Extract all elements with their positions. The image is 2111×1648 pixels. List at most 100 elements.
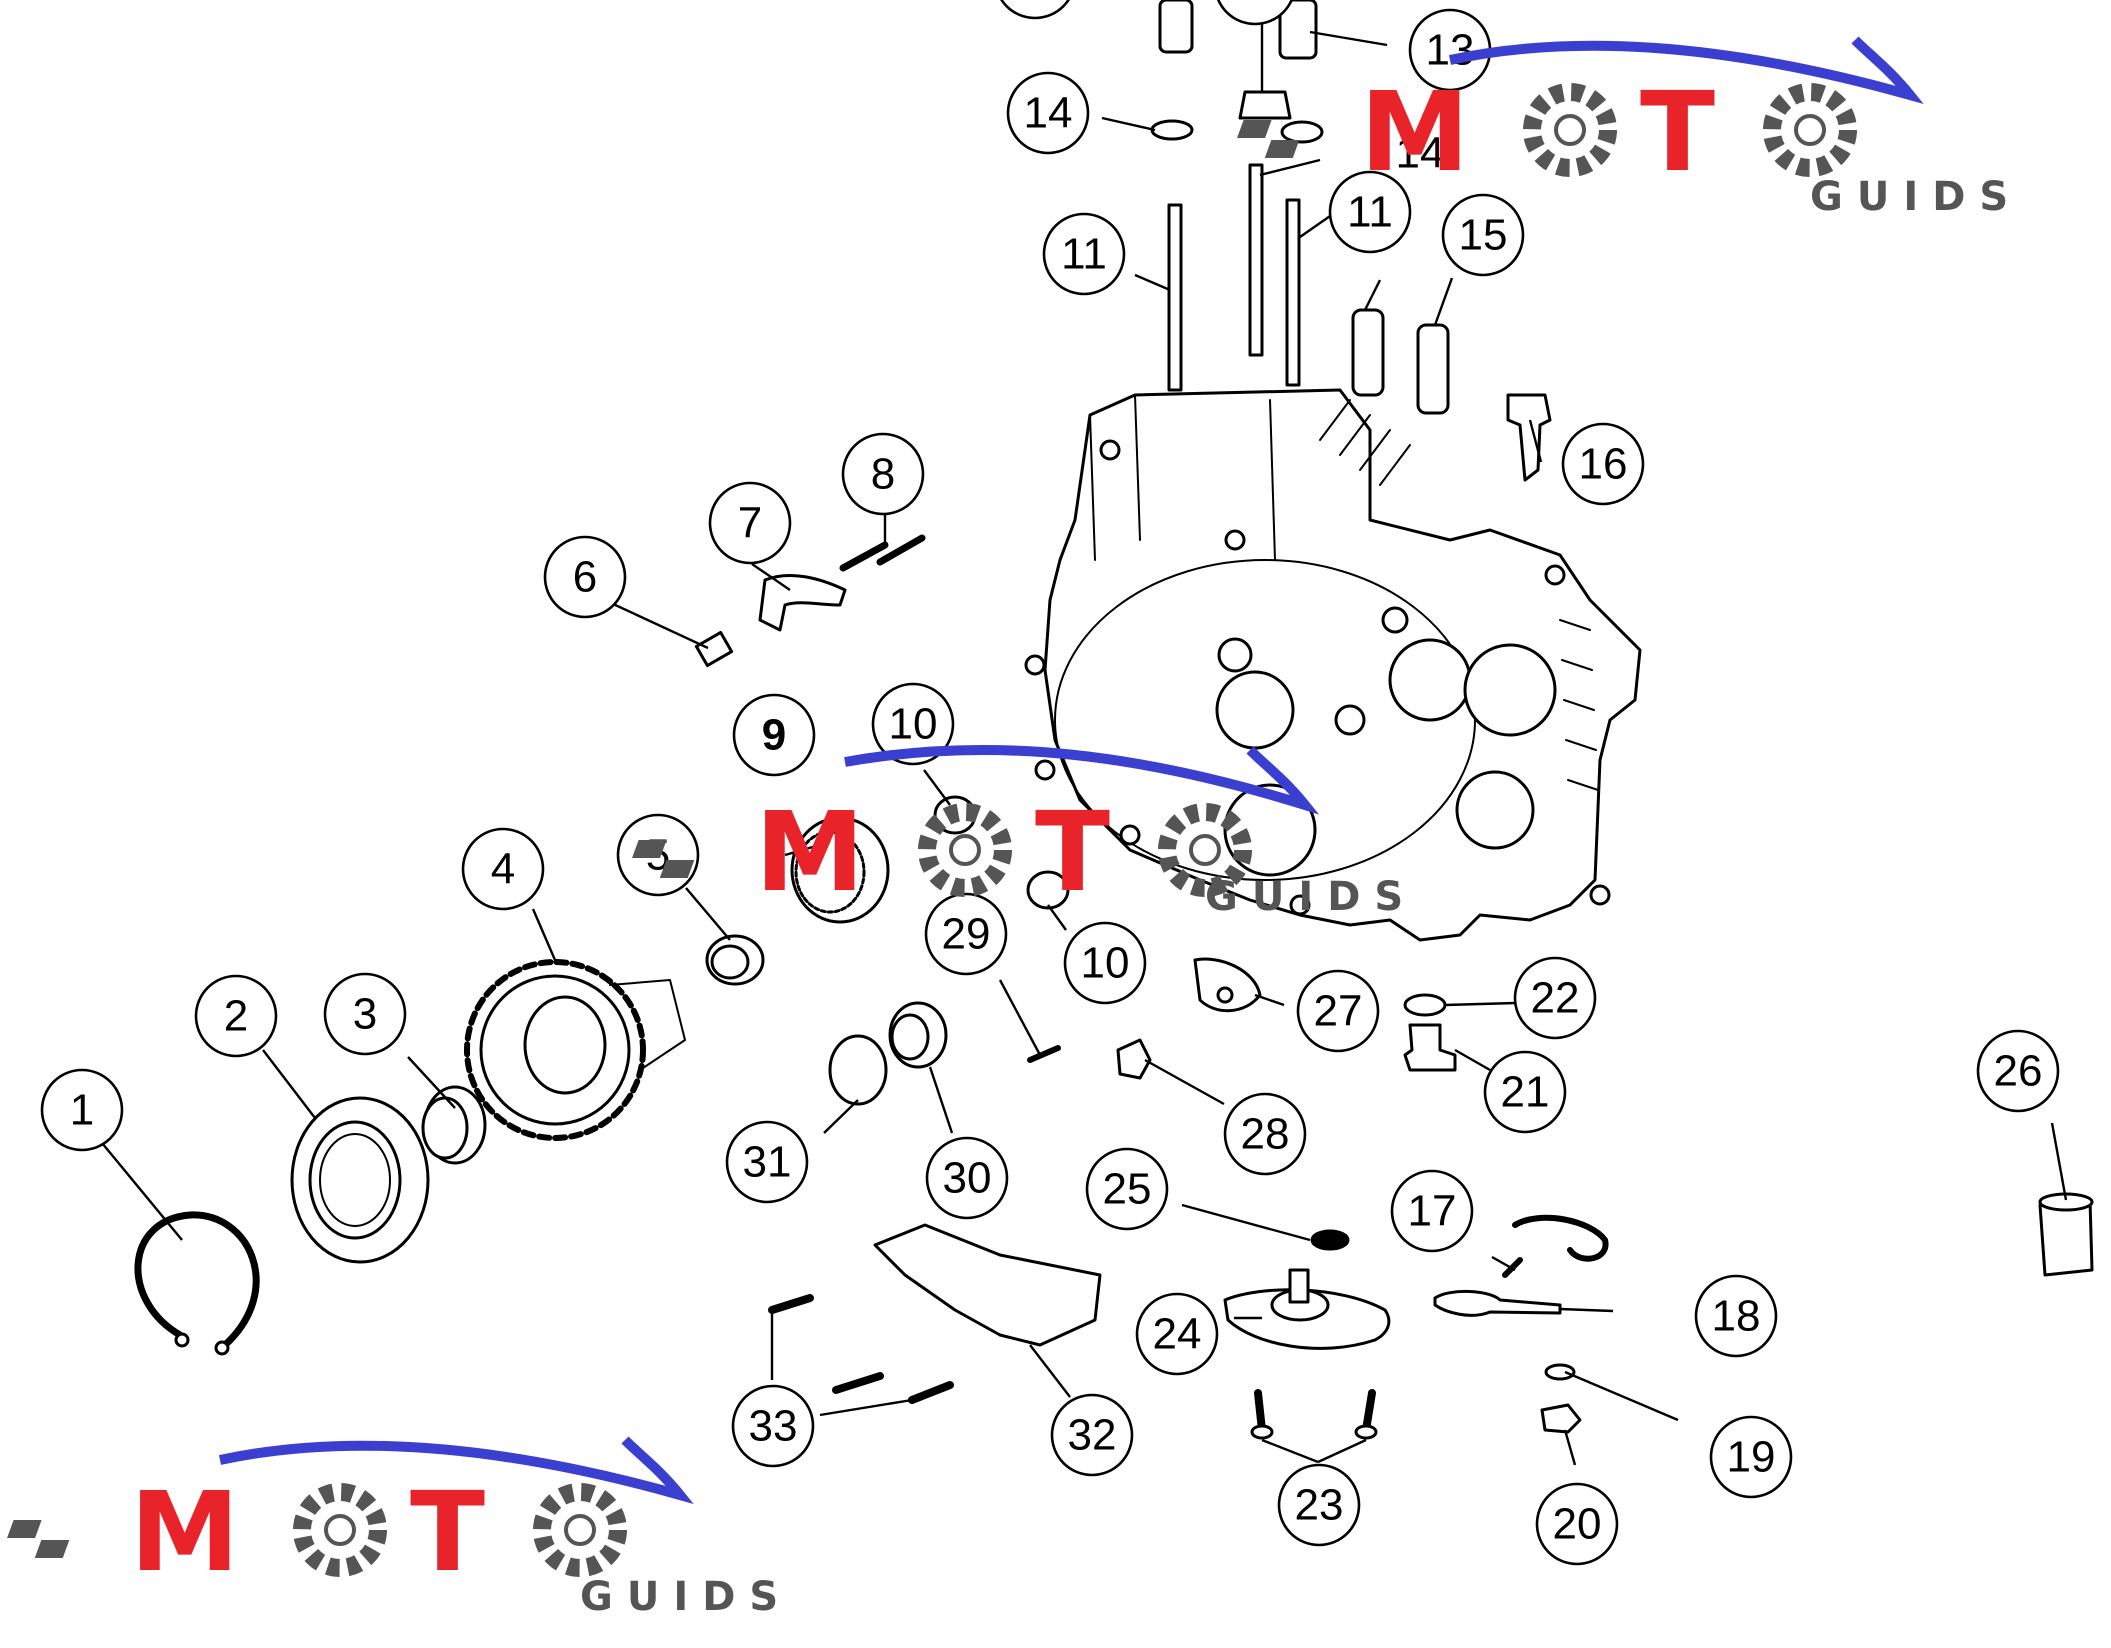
callout-30: 30 bbox=[925, 1136, 1009, 1220]
part-16-bolt bbox=[1506, 393, 1552, 482]
part-8-pin bbox=[839, 541, 889, 572]
part-1-circlip bbox=[134, 1211, 260, 1349]
part-1-eye bbox=[174, 1332, 190, 1348]
part-24-flange bbox=[1223, 1268, 1391, 1350]
part-20-nut bbox=[1540, 1403, 1582, 1434]
svg-text:GUIDS: GUIDS bbox=[580, 1574, 792, 1620]
leader-lines bbox=[101, 24, 2068, 1466]
part-11-studs bbox=[1167, 163, 1301, 392]
part-33-screws bbox=[768, 1294, 954, 1404]
callout-top-left-partial bbox=[1000, 0, 1070, 20]
callout-14b: 14 bbox=[1396, 129, 1445, 178]
svg-text:15: 15 bbox=[1459, 211, 1508, 260]
callout-20: 20 bbox=[1535, 1482, 1619, 1566]
svg-text:10: 10 bbox=[889, 700, 938, 749]
svg-text:M: M bbox=[1360, 68, 1469, 196]
part-7-bracket bbox=[758, 573, 847, 632]
callout-24: 24 bbox=[1135, 1292, 1219, 1376]
part-31-washer bbox=[828, 1034, 888, 1106]
callout-31: 31 bbox=[725, 1120, 809, 1204]
callout-9: 9 bbox=[732, 693, 816, 777]
callout-13: 13 bbox=[1408, 8, 1492, 92]
callouts: 1 2 3 4 5 6 7 8 9 10 10 11 11 13 14 14 1… bbox=[40, 0, 2060, 1566]
callout-8: 8 bbox=[841, 432, 925, 516]
svg-text:23: 23 bbox=[1295, 1481, 1344, 1530]
callout-4: 4 bbox=[461, 827, 545, 911]
callout-1: 1 bbox=[40, 1068, 124, 1152]
svg-text:10: 10 bbox=[1081, 939, 1130, 988]
svg-text:T: T bbox=[1035, 788, 1110, 916]
callout-17: 17 bbox=[1390, 1169, 1474, 1253]
watermark-logo-bottom: M T GUIDS bbox=[7, 1436, 792, 1620]
callout-27: 27 bbox=[1296, 969, 1380, 1053]
callout-32: 32 bbox=[1050, 1393, 1134, 1477]
svg-text:8: 8 bbox=[871, 450, 895, 499]
callout-19: 19 bbox=[1709, 1415, 1793, 1499]
part-9-bearing bbox=[790, 816, 890, 924]
watermark-logo-center: M T GUIDS bbox=[632, 744, 1417, 920]
svg-text:4: 4 bbox=[491, 845, 515, 894]
part-27-hole bbox=[1216, 986, 1234, 1004]
svg-text:14: 14 bbox=[1024, 89, 1073, 138]
svg-text:30: 30 bbox=[943, 1154, 992, 1203]
svg-text:14: 14 bbox=[1396, 129, 1445, 178]
part-8-pin bbox=[876, 534, 926, 566]
crankcase bbox=[1024, 388, 1642, 942]
svg-text:25: 25 bbox=[1103, 1165, 1152, 1214]
svg-text:1: 1 bbox=[70, 1086, 94, 1135]
svg-text:11: 11 bbox=[1061, 230, 1107, 279]
svg-text:T: T bbox=[410, 1468, 485, 1596]
callout-25: 25 bbox=[1085, 1147, 1169, 1231]
parts bbox=[134, 0, 2094, 1440]
callout-26: 26 bbox=[1976, 1029, 2060, 1113]
svg-text:GUIDS: GUIDS bbox=[1810, 174, 2022, 220]
part-21-plug bbox=[1403, 1023, 1457, 1072]
callout-10b: 10 bbox=[1063, 921, 1147, 1005]
part-22-seal bbox=[1403, 993, 1447, 1017]
part-18-lever bbox=[1433, 1289, 1562, 1317]
part-2-seal bbox=[290, 1096, 430, 1264]
part-12-13-sleeves bbox=[1158, 0, 1318, 120]
svg-text:20: 20 bbox=[1553, 1500, 1602, 1549]
svg-text:11: 11 bbox=[1347, 188, 1393, 237]
callout-29: 29 bbox=[924, 892, 1008, 976]
part-3-bearing bbox=[421, 1085, 487, 1165]
svg-text:18: 18 bbox=[1712, 1292, 1761, 1341]
svg-text:31: 31 bbox=[743, 1138, 792, 1187]
svg-text:GUIDS: GUIDS bbox=[1205, 874, 1417, 920]
svg-text:22: 22 bbox=[1531, 974, 1580, 1023]
callout-33: 33 bbox=[731, 1384, 815, 1468]
watermark-logo-top: M T GUIDS bbox=[1237, 36, 2022, 220]
callout-6: 6 bbox=[543, 535, 627, 619]
part-23-bolts bbox=[1250, 1389, 1378, 1440]
svg-text:29: 29 bbox=[942, 910, 991, 959]
svg-text:2: 2 bbox=[224, 992, 248, 1041]
callout-10a: 10 bbox=[871, 682, 955, 766]
part-29-pin bbox=[1027, 1045, 1061, 1063]
svg-text:21: 21 bbox=[1501, 1068, 1550, 1117]
svg-text:9: 9 bbox=[762, 711, 786, 760]
svg-text:6: 6 bbox=[573, 553, 597, 602]
part-14-washers bbox=[1150, 119, 1324, 144]
callout-2: 2 bbox=[194, 974, 278, 1058]
svg-text:T: T bbox=[1640, 68, 1715, 196]
part-30-bearing bbox=[888, 1001, 948, 1069]
svg-text:17: 17 bbox=[1408, 1187, 1457, 1236]
svg-text:24: 24 bbox=[1153, 1310, 1202, 1359]
callout-18: 18 bbox=[1694, 1274, 1778, 1358]
svg-text:27: 27 bbox=[1314, 987, 1363, 1036]
part-1-eye bbox=[214, 1340, 230, 1356]
part-25-oring bbox=[1310, 1229, 1350, 1251]
svg-text:M: M bbox=[130, 1468, 239, 1596]
svg-text:26: 26 bbox=[1994, 1047, 2043, 1096]
callout-12: 12 bbox=[1216, 0, 1294, 26]
part-19-washer bbox=[1544, 1363, 1576, 1381]
callout-28: 28 bbox=[1223, 1092, 1307, 1176]
callout-16: 16 bbox=[1561, 422, 1645, 506]
part-6-bolt bbox=[694, 630, 734, 668]
svg-text:28: 28 bbox=[1241, 1110, 1290, 1159]
part-17-spring bbox=[1502, 1214, 1609, 1278]
svg-text:33: 33 bbox=[749, 1402, 798, 1451]
svg-text:19: 19 bbox=[1727, 1433, 1776, 1482]
